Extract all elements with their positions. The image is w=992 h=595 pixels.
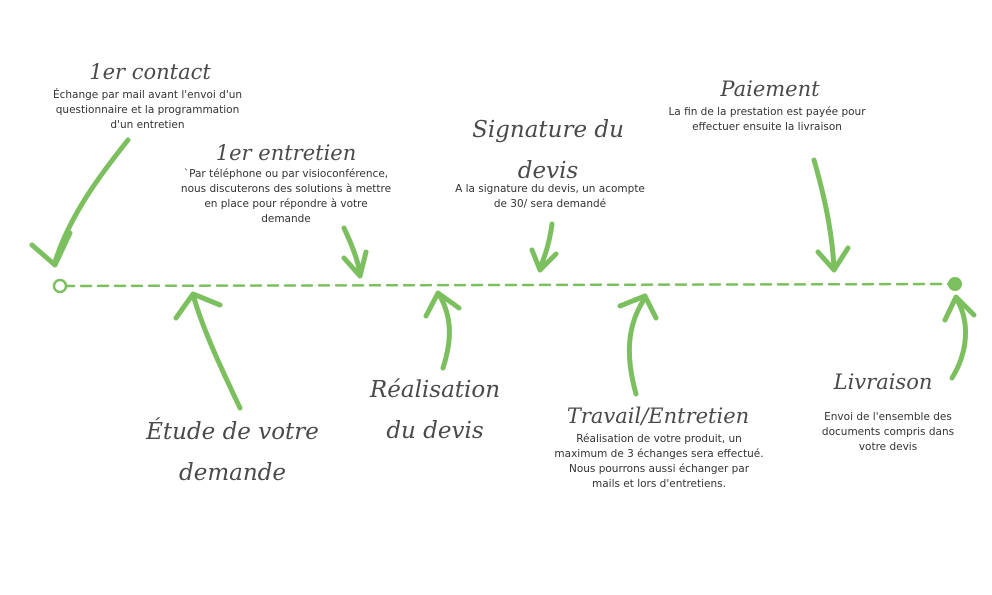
step-contact-description: Échange par mail avant l'envoi d'un ques… (52, 89, 243, 131)
arrow-paiement-icon (811, 157, 851, 273)
arrow-livraison-icon (942, 294, 977, 381)
arrow-entretien-icon (341, 225, 369, 279)
arrow-contact-icon (29, 137, 131, 268)
step-contact-title: 1er contact (89, 60, 211, 84)
timeline-start-marker (52, 278, 68, 294)
step-etude-title: Étude de votre demande (146, 419, 319, 487)
timeline-end-marker (948, 277, 962, 291)
step-signature-title: Signature du devis (472, 117, 624, 185)
step-travail-title: Travail/Entretien (566, 404, 750, 428)
step-livraison-description: Envoi de l'ensemble des documents compri… (821, 411, 955, 453)
step-entretien-title: 1er entretien (215, 141, 357, 165)
arrow-etude-icon (173, 291, 243, 411)
arrow-realisation-icon (423, 290, 462, 371)
step-paiement-description: La fin de la prestation est payée pour e… (668, 106, 866, 133)
step-realisation-title: Réalisation du devis (369, 377, 501, 445)
step-signature-description: A la signature du devis, un acompte de 3… (455, 183, 645, 210)
arrow-signature-icon (529, 221, 559, 273)
step-livraison-title: Livraison (833, 370, 933, 394)
step-travail-description: Réalisation de votre produit, un maximum… (554, 433, 764, 490)
arrow-travail-icon (617, 293, 659, 397)
step-paiement-title: Paiement (720, 77, 820, 101)
timeline-line (62, 282, 952, 288)
step-entretien-description: `Par téléphone ou par visioconférence, n… (180, 168, 392, 225)
